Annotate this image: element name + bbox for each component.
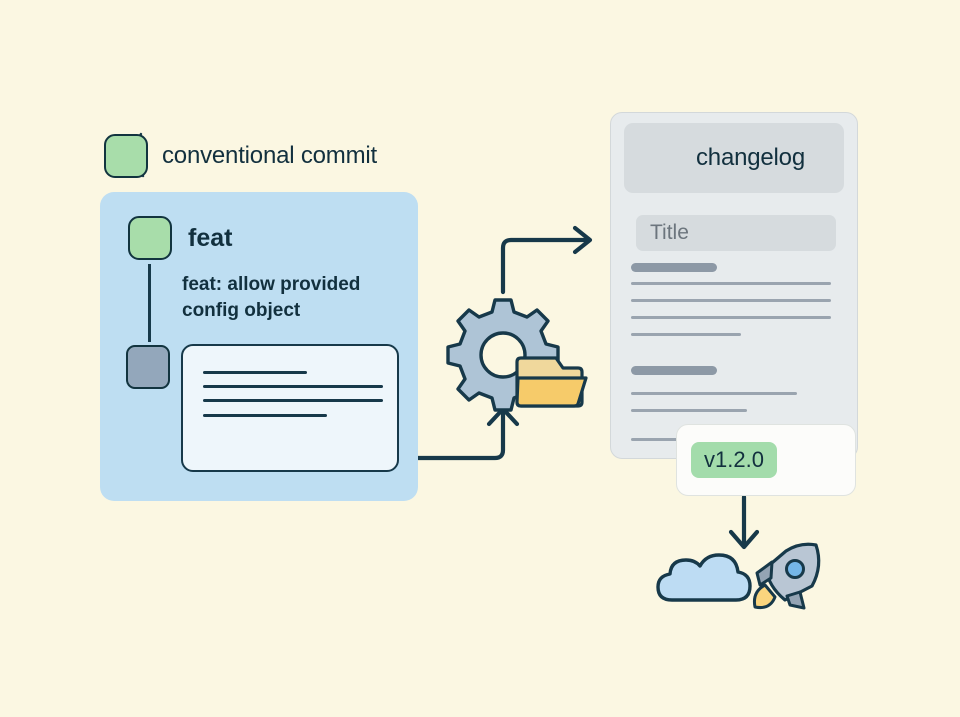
changelog-title: changelog — [696, 144, 805, 171]
plus-icon-box — [128, 216, 172, 260]
commit-body-bubble — [181, 344, 399, 472]
commit-message: feat: allow provided config object — [182, 274, 361, 321]
bubble-text-line — [203, 399, 383, 402]
changelog-skeleton-line — [631, 333, 741, 336]
conventional-commit-label: conventional commit — [162, 142, 377, 169]
bubble-text-line — [203, 385, 383, 388]
changelog-skeleton-line — [631, 438, 681, 441]
changelog-skeleton-line — [631, 392, 797, 395]
arrow-commit-to-processor — [402, 406, 520, 461]
arrow-processor-to-changelog — [500, 225, 593, 295]
conventional-commit-header: conventional commit — [104, 134, 377, 178]
title-field[interactable]: Title — [636, 215, 836, 251]
changelog-skeleton-line — [631, 282, 831, 285]
cloud-icon — [656, 553, 752, 602]
changelog-skeleton-line — [631, 409, 747, 412]
commit-type-label: feat — [188, 223, 233, 252]
title-field-placeholder: Title — [650, 221, 689, 244]
changelog-skeleton-line — [631, 316, 831, 319]
changelog-skeleton-heading — [631, 366, 717, 375]
bubble-text-line — [203, 414, 327, 417]
version-badge: v1.2.0 — [691, 442, 777, 478]
folder-icon — [515, 356, 588, 408]
commit-connector-line — [148, 264, 151, 342]
user-avatar-icon-box — [126, 345, 170, 389]
release-version-card: v1.2.0 — [676, 424, 856, 496]
changelog-skeleton-line — [631, 299, 831, 302]
bubble-text-line — [203, 371, 307, 374]
commit-node-icon-box — [104, 134, 148, 178]
arrow-version-to-deploy — [728, 494, 760, 550]
commit-type-row: feat — [128, 216, 232, 260]
changelog-header: changelog — [624, 123, 844, 193]
gear-icon — [446, 298, 560, 412]
rocket-icon — [753, 542, 821, 610]
commit-author — [126, 345, 170, 389]
changelog-skeleton-heading — [631, 263, 717, 272]
